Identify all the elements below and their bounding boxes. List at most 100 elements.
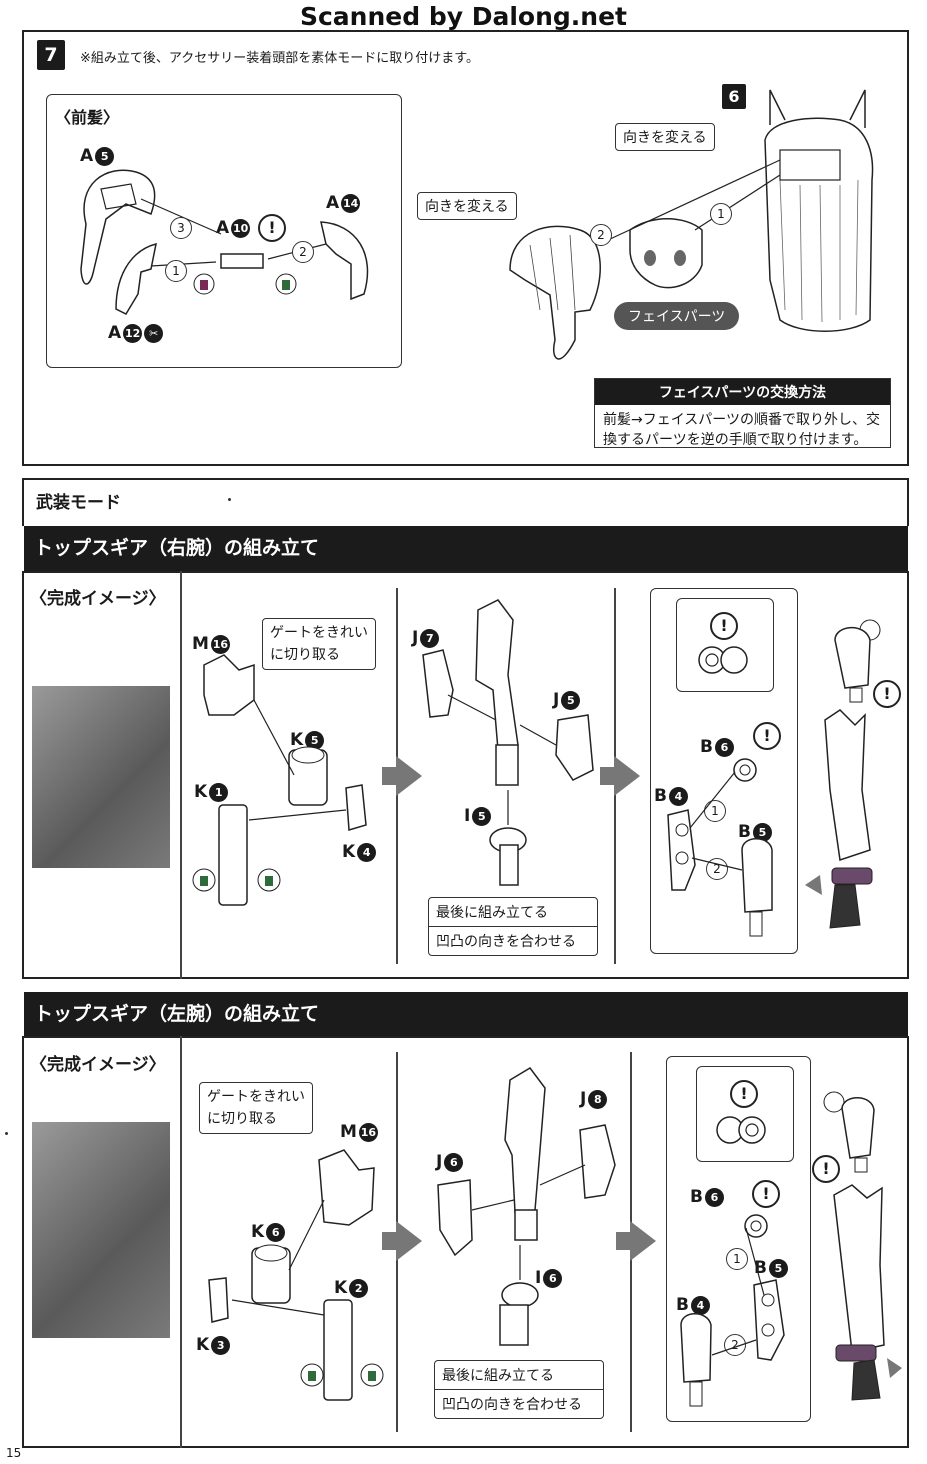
right-washer-detail — [698, 646, 748, 674]
connector-a10 — [220, 253, 264, 269]
right-arm-step1-diagram — [192, 654, 367, 906]
right-arm-divider — [180, 571, 182, 979]
left-flow-arrow-1 — [396, 1221, 422, 1261]
watermark-text: Scanned by Dalong.net — [299, 2, 627, 31]
left-flow-arrow-1-body — [382, 1232, 396, 1250]
change-direction-callout-1: 向きを変える — [417, 192, 517, 220]
left-gate-callout: ゲートをきれい に切り取る — [199, 1082, 313, 1134]
step6-ref-number: 6 — [722, 84, 746, 109]
face-exchange-box: フェイスパーツの交換方法 前髪→フェイスパーツの順番で取り外し、交 換するパーツ… — [594, 378, 891, 448]
left-detail-warning: ! — [730, 1080, 758, 1108]
order-2: 2 — [292, 241, 314, 263]
face-part — [629, 218, 703, 289]
left-b6-warning: ! — [752, 1180, 780, 1208]
armed-mode-frame — [22, 478, 909, 526]
upper-arm-assembly-left — [504, 1067, 546, 1213]
right-flow-arrow-2-body — [600, 767, 614, 785]
left-arm-title-bar: トップスギア（左腕）の組み立て — [24, 992, 908, 1037]
left-flow-arrow-2 — [630, 1221, 656, 1261]
right-arm-completion-photo — [32, 686, 170, 868]
arm-body — [824, 709, 871, 861]
right-gate-line1: ゲートをきれい — [270, 625, 368, 641]
left-washer-detail — [716, 1116, 766, 1144]
left-arm-completion-photo — [32, 1122, 170, 1338]
order-1-face: 1 — [710, 203, 732, 225]
hand-top-left — [841, 1097, 875, 1159]
armed-mode-title: 武装モード — [36, 493, 121, 513]
change-direction-callout-2: 向きを変える — [615, 123, 715, 151]
right-detail-warning: ! — [710, 612, 738, 640]
hair-piece-a5 — [80, 169, 156, 285]
cut-icon: ✂ — [144, 323, 164, 343]
left-arm-step1-diagram — [208, 1149, 384, 1401]
warning-icon: ! — [258, 214, 286, 242]
left-gate-line2: に切り取る — [207, 1111, 277, 1127]
scan-dot — [228, 498, 231, 501]
scan-dot-2 — [5, 1132, 8, 1135]
shoulder-j8 — [579, 1124, 616, 1199]
left-step3-order-2: 2 — [724, 1334, 746, 1356]
head-with-ears — [769, 89, 866, 128]
left-arm-step3-diagram — [680, 1214, 785, 1407]
right-arm-title-bar: トップスギア（右腕）の組み立て — [24, 526, 908, 571]
cover-k4 — [345, 784, 367, 831]
right-flow-arrow-2 — [614, 756, 640, 796]
base-i6 — [501, 1282, 539, 1308]
front-hair-piece — [509, 225, 601, 360]
left-step3-order-1: 1 — [726, 1248, 748, 1270]
face-parts-pill: フェイスパーツ — [614, 302, 740, 330]
order-1: 1 — [165, 260, 187, 282]
right-last-assemble-callout: 最後に組み立てる 凹凸の向きを合わせる — [428, 897, 598, 956]
right-final-warning: ! — [873, 680, 901, 708]
right-step3-order-2: 2 — [706, 858, 728, 880]
left-arm-completion-label: 〈完成イメージ〉 — [30, 1055, 166, 1075]
left-arm-step2-diagram — [437, 1067, 616, 1346]
hair-piece-a12 — [115, 242, 157, 315]
face-exchange-line2: 換するパーツを逆の手順で取り付けます。 — [603, 432, 868, 448]
right-flow-arrow-1-body — [382, 767, 396, 785]
left-flow-arrow-2-body — [616, 1232, 630, 1250]
guard-j5 — [555, 714, 594, 781]
arm-body-left — [833, 1184, 885, 1353]
right-align-note-text: 凹凸の向きを合わせる — [436, 934, 576, 950]
order-3: 3 — [170, 217, 192, 239]
face-exchange-title: フェイスパーツの交換方法 — [595, 379, 890, 405]
shoulder-j7 — [422, 649, 454, 718]
hair-piece-a14 — [320, 221, 369, 301]
joint-b5-left — [753, 1279, 785, 1361]
front-hair-diagram — [80, 169, 369, 315]
armor-m16 — [203, 654, 255, 716]
arm-k2 — [323, 1299, 353, 1401]
left-arm-divider — [180, 1036, 182, 1448]
right-gate-line2: に切り取る — [270, 647, 340, 663]
step7-number: 7 — [37, 40, 65, 70]
arm-k1 — [218, 804, 248, 906]
left-gate-line1: ゲートをきれい — [207, 1089, 305, 1105]
right-arm-step2-diagram — [422, 599, 594, 886]
right-b6-warning: ! — [753, 722, 781, 750]
left-last-assemble-callout: 最後に組み立てる 凹凸の向きを合わせる — [434, 1360, 604, 1419]
joint-b4 — [667, 809, 696, 891]
right-gate-callout: ゲートをきれい に切り取る — [262, 618, 376, 670]
right-arm-completion-label: 〈完成イメージ〉 — [30, 589, 166, 609]
face-exchange-line1: 前髪→フェイスパーツの順番で取り外し、交 — [603, 412, 881, 428]
right-last-assemble-text: 最後に組み立てる — [429, 898, 597, 927]
